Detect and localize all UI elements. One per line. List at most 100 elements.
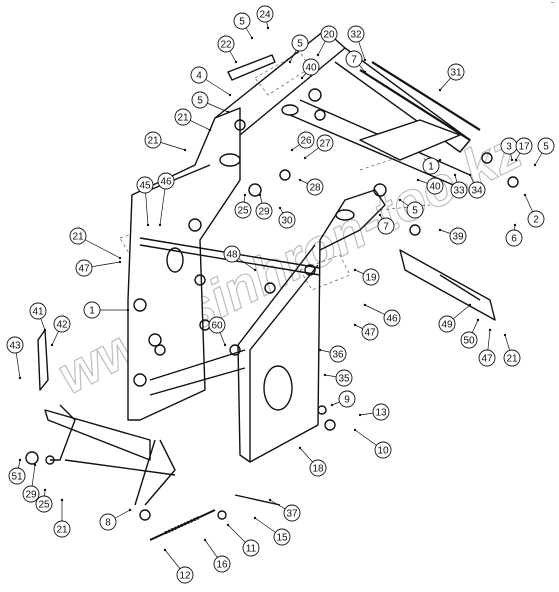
callout-balloon (157, 172, 175, 190)
callout-leader-dot (468, 173, 472, 177)
callout-number: 45 (139, 181, 151, 192)
callout-balloon (75, 259, 93, 277)
callout-number: 42 (56, 320, 68, 331)
callout-34: 34 (468, 173, 486, 199)
callout-25: 25 (35, 488, 53, 513)
callout-36: 36 (318, 345, 347, 363)
callout-balloon (478, 349, 496, 367)
callout-leader-dot (353, 323, 357, 327)
callout-balloon (83, 301, 101, 319)
callout-number: 28 (309, 183, 321, 194)
callout-number: 29 (258, 207, 270, 218)
callout-number: 36 (332, 350, 344, 361)
callout-47: 47 (478, 328, 496, 367)
callout-10: 10 (353, 428, 392, 459)
callout-leader-dot (510, 158, 514, 162)
callout-leader-dot (43, 488, 47, 492)
callout-balloon (176, 566, 194, 584)
callout-balloon (515, 137, 533, 155)
callout-balloon (283, 504, 301, 522)
callout-balloon (217, 35, 235, 53)
callout-number: 9 (344, 395, 350, 406)
callout-27: 27 (303, 134, 334, 160)
callout-leader-dot (208, 128, 212, 132)
callout-leader-dot (118, 256, 122, 260)
callout-leader-dot (258, 193, 262, 197)
callout-leader-dot (18, 458, 22, 462)
callout-21: 21 (53, 498, 71, 538)
callout-balloon (213, 555, 231, 573)
callout-22: 22 (217, 35, 238, 64)
callout-5: 5 (288, 34, 309, 64)
callout-leader-dot (118, 260, 122, 264)
callout-leader-dot (363, 70, 367, 74)
callout-number: 2 (533, 215, 539, 226)
callout-number: 17 (518, 142, 530, 153)
callout-leader-dot (18, 376, 22, 380)
callout-4: 4 (190, 66, 232, 97)
callout-50: 50 (460, 318, 480, 349)
callout-number: 47 (78, 264, 90, 275)
callout-balloon (53, 315, 71, 333)
callout-number: 16 (216, 560, 228, 571)
callout-balloon (302, 58, 320, 76)
callout-19: 19 (353, 268, 380, 286)
callout-leader-dot (476, 318, 480, 322)
callout-balloon (191, 91, 209, 109)
callout-leader-dot (234, 60, 238, 64)
callout-balloon (255, 202, 273, 220)
callout-balloon (144, 131, 162, 149)
callout-balloon (377, 217, 395, 235)
callout-number: 43 (9, 341, 21, 352)
callout-leader-dot (398, 198, 402, 202)
callout-leader-dot (488, 328, 492, 332)
callout-number: 46 (386, 314, 398, 325)
callout-number: 19 (365, 273, 377, 284)
callout-balloon (256, 5, 274, 23)
callout-leader-dot (183, 148, 187, 152)
callout-leader-dot (128, 508, 132, 512)
callout-number: 10 (377, 446, 389, 457)
callout-balloon (208, 316, 226, 334)
callout-number: 21 (177, 113, 189, 124)
callout-number: 6 (511, 234, 517, 245)
callout-number: 21 (147, 136, 159, 147)
callout-balloon (273, 528, 291, 546)
callout-balloon (190, 66, 208, 84)
callout-leader-dot (278, 206, 282, 210)
callout-balloon (422, 157, 440, 175)
callout-number: 20 (323, 30, 335, 41)
callout-40: 40 (416, 177, 444, 195)
callout-leader-dot (126, 308, 130, 312)
callout-number: 4 (196, 71, 202, 82)
callout-leader-dot (163, 548, 167, 552)
callout-28: 28 (298, 178, 324, 196)
callout-18: 18 (298, 446, 327, 477)
callout-number: 5 (239, 17, 245, 28)
callout-21: 21 (144, 131, 187, 152)
callout-number: 50 (463, 336, 475, 347)
callout-leader-dot (416, 178, 420, 182)
callout-leader-dot (503, 333, 507, 337)
callout-number: 29 (25, 490, 37, 501)
callout-16: 16 (203, 538, 231, 573)
callout-balloon (438, 315, 456, 333)
callout-number: 32 (350, 30, 362, 41)
callout-balloon (505, 229, 523, 247)
callout-number: 7 (383, 222, 389, 233)
callout-leader-dot (146, 223, 150, 227)
callout-leader-dot (363, 303, 367, 307)
callout-balloon (297, 131, 315, 149)
callout-number: 21 (56, 525, 68, 536)
callout-balloon (223, 245, 241, 263)
callout-1: 1 (83, 301, 130, 319)
callout-39: 39 (438, 227, 467, 245)
callout-number: 11 (246, 544, 257, 555)
callout-number: 60 (211, 321, 223, 332)
callout-leader-dot (33, 463, 37, 467)
callout-balloon (99, 513, 117, 531)
callout-leader-dot (316, 53, 320, 57)
callout-number: 35 (338, 374, 350, 385)
callout-balloon (316, 134, 334, 152)
callout-40: 40 (300, 58, 320, 80)
